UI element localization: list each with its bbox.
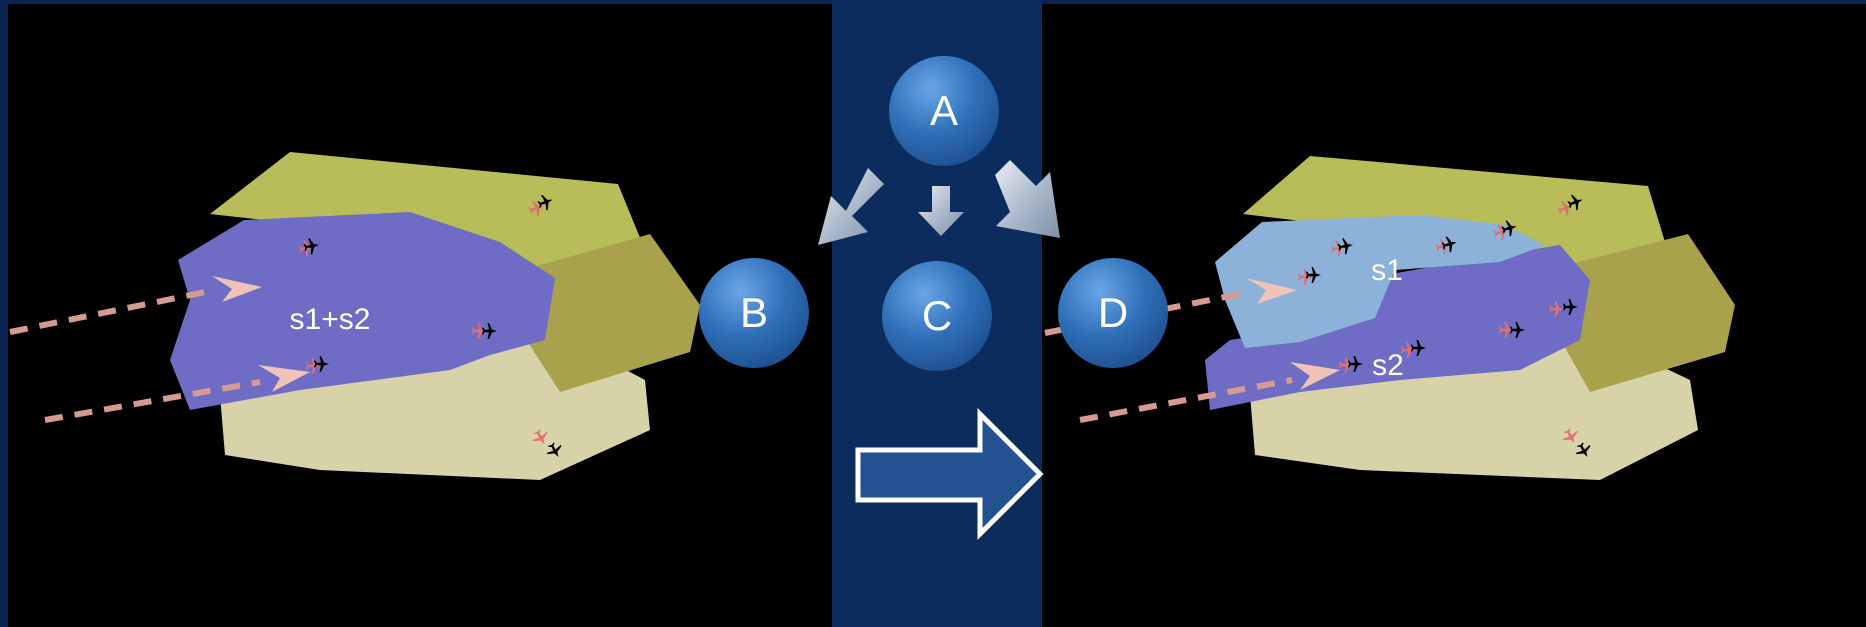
flight-trail: [44, 379, 261, 423]
node-d-label: D: [1098, 289, 1128, 336]
flight-trail: [1079, 377, 1293, 423]
node-a: A: [889, 56, 999, 166]
node-b-label: B: [740, 289, 768, 336]
node-b: B: [699, 258, 809, 368]
sector-label-s1: s1: [1371, 254, 1403, 287]
flight-arrowhead-icon: [258, 365, 310, 392]
flight-arrowhead-icon: [1246, 278, 1297, 304]
sector-olive-right: [520, 234, 700, 392]
right-panel: s1 s2: [1042, 4, 1866, 627]
sector-label-s2: s2: [1372, 349, 1404, 382]
node-c-label: C: [922, 292, 952, 339]
node-d: D: [1058, 258, 1168, 368]
arrow-down-left-icon: [818, 168, 884, 245]
sector-olive-right: [1555, 234, 1735, 392]
node-c: C: [882, 261, 992, 371]
flight-arrowhead-icon: [1290, 362, 1340, 390]
sector-purple-merged: [170, 212, 555, 410]
big-right-arrow-icon: [855, 407, 1044, 541]
arrow-down-icon: [918, 186, 964, 236]
left-panel: s1+s2: [8, 4, 832, 627]
arrow-down-right-icon: [995, 160, 1060, 238]
node-a-label: A: [930, 87, 958, 134]
flight-arrowhead-icon: [212, 276, 262, 302]
flight-trail: [9, 287, 216, 335]
sector-label-merged: s1+s2: [290, 303, 371, 336]
sector-lightblue-s1: [1215, 215, 1545, 348]
